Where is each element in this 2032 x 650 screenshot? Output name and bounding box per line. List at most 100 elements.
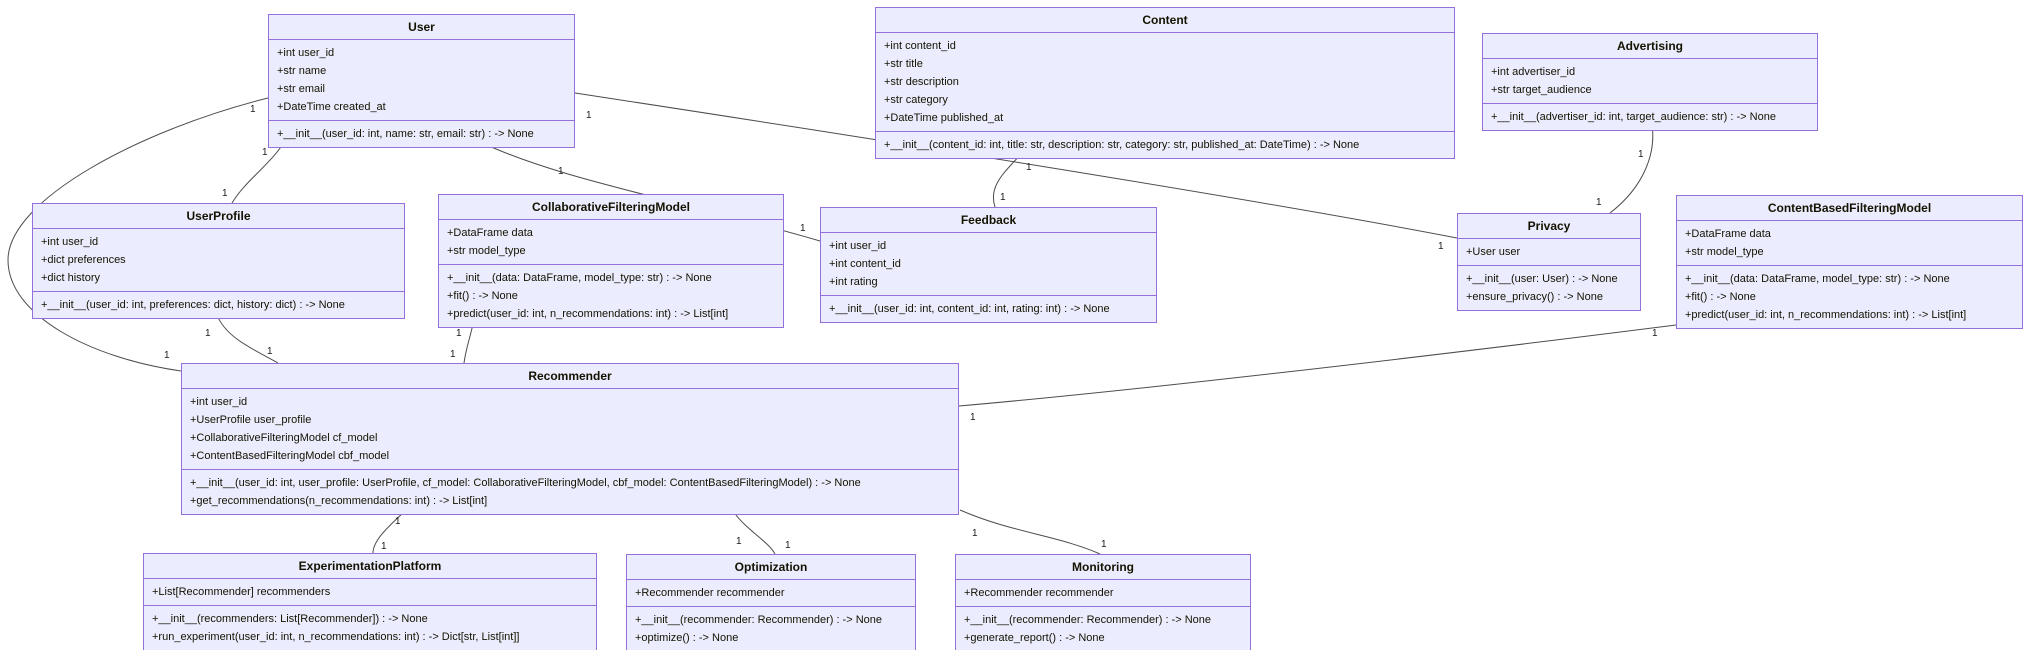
multiplicity-label: 1 [1652,328,1658,339]
class-member: +fit() : -> None [447,290,518,302]
multiplicity-label: 1 [250,104,256,115]
multiplicity-label: 1 [800,223,806,234]
class-content: Content +int content_id +str title +str de… [875,7,1455,159]
class-methods: +__init__(recommenders: List[Recommender… [144,606,596,650]
class-member: +predict(user_id: int, n_recommendations… [1685,309,1967,321]
class-member: +UserProfile user_profile [190,414,312,426]
class-member: +__init__(data: DataFrame, model_type: s… [447,272,712,284]
class-methods: +__init__(data: DataFrame, model_type: s… [439,265,783,327]
multiplicity-label: 1 [450,349,456,360]
class-member: +str description [884,76,959,88]
class-title: Monitoring [956,555,1250,580]
relationship-line [7,97,269,372]
class-member: +int user_id [829,240,887,252]
class-userprofile: UserProfile +int user_id+dict preference… [32,203,405,319]
class-attributes: +User user [1458,239,1640,266]
multiplicity-label: 1 [1596,197,1602,208]
class-member: +ensure_privacy() : -> None [1466,291,1603,303]
multiplicity-label: 1 [586,110,592,121]
multiplicity-label: 1 [1438,241,1444,252]
class-title: ExperimentationPlatform [144,554,596,579]
multiplicity-label: 1 [267,346,273,357]
multiplicity-label: 1 [1638,149,1644,160]
class-attributes: +Recommender recommender [956,580,1250,607]
class-member: +generate_report() : -> None [964,632,1105,644]
multiplicity-label: 1 [1026,162,1032,173]
class-member: +int advertiser_id [1491,66,1576,78]
class-member: +__init__(recommender: Recommender) : ->… [964,614,1212,626]
class-experimentation-platform: ExperimentationPlatform +List[Recommende… [143,553,597,650]
class-methods: +__init__(content_id: int, title: str, d… [876,132,1454,158]
class-methods: +__init__(user_id: int, content_id: int,… [821,296,1156,322]
class-methods: +__init__(recommender: Recommender) : ->… [956,607,1250,650]
class-member: +DateTime published_at [884,112,1004,124]
class-content-based-filtering-model: ContentBasedFilteringModel +DataFrame da… [1676,195,2023,329]
relationship-line [993,154,1021,208]
class-member: +predict(user_id: int, n_recommendations… [447,308,729,320]
class-member: +int user_id [41,236,99,248]
class-methods: +__init__(advertiser_id: int, target_aud… [1483,104,1817,130]
class-member: +DateTime created_at [277,101,386,113]
class-member: +get_recommendations(n_recommendations: … [190,495,488,507]
class-member: +str name [277,65,327,77]
class-title: Content [876,8,1454,33]
class-member: +dict history [41,272,100,284]
class-member: +str category [884,94,948,106]
multiplicity-label: 1 [205,328,211,339]
multiplicity-label: 1 [1101,539,1107,550]
class-member: +User user [1466,246,1521,258]
class-title: CollaborativeFilteringModel [439,195,783,220]
class-member: +DataFrame data [447,227,533,239]
multiplicity-label: 1 [262,147,268,158]
class-member: +__init__(user_id: int, content_id: int,… [829,303,1110,315]
class-methods: +__init__(data: DataFrame, model_type: s… [1677,266,2022,328]
class-title: Feedback [821,208,1156,233]
class-member: +run_experiment(user_id: int, n_recommen… [152,631,520,643]
class-member: +__init__(user_id: int, user_profile: Us… [190,477,861,489]
relationship-line [231,140,286,204]
relationship-line [216,314,279,364]
relationship-line [574,92,1458,239]
relationship-line [463,323,474,364]
multiplicity-label: 1 [736,536,742,547]
class-attributes: +List[Recommender] recommenders [144,579,596,606]
class-methods: +__init__(recommender: Recommender) : ->… [627,607,915,650]
class-attributes: +int content_id +str title +str descriptio… [876,33,1454,132]
class-member: +str title [884,58,923,70]
class-member: +str model_type [1685,246,1764,258]
relationship-line [1609,124,1654,214]
class-title: Recommender [182,364,958,389]
class-attributes: +Recommender recommender [627,580,915,607]
class-attributes: +DataFrame data+str model_type [1677,221,2022,266]
class-member: +List[Recommender] recommenders [152,586,331,598]
class-member: +__init__(user_id: int, name: str, email… [277,128,534,140]
multiplicity-label: 1 [395,516,401,527]
class-advertising: Advertising +int advertiser_id +str targe… [1482,33,1818,131]
class-member: +__init__(content_id: int, title: str, d… [884,139,1360,151]
class-title: Advertising [1483,34,1817,59]
class-user: User +int user_id+str name+str email+Dat… [268,14,575,148]
class-member: +__init__(user: User) : -> None [1466,273,1618,285]
class-title: Optimization [627,555,915,580]
class-member: +optimize() : -> None [635,632,739,644]
class-methods: +__init__(user_id: int, user_profile: Us… [182,470,958,514]
class-attributes: +int user_id+int content_id+int rating [821,233,1156,296]
relationship-line [732,510,776,555]
multiplicity-label: 1 [972,528,978,539]
class-methods: +__init__(user_id: int, preferences: dic… [33,292,404,318]
class-member: +str target_audience [1491,84,1592,96]
class-member: +__init__(user_id: int, preferences: dic… [41,299,345,311]
class-methods: +__init__(user: User) : -> None +ensure_p… [1458,266,1640,310]
multiplicity-label: 1 [558,166,564,177]
class-member: +str model_type [447,245,526,257]
class-member: +int content_id [829,258,901,270]
class-member: +__init__(data: DataFrame, model_type: s… [1685,273,1950,285]
class-member: +int user_id [277,47,335,59]
class-member: +int content_id [884,40,956,52]
class-member: +dict preferences [41,254,126,266]
class-monitoring: Monitoring +Recommender recommender +__i… [955,554,1251,650]
class-attributes: +int user_id+UserProfile user_profile+Co… [182,389,958,470]
class-title: ContentBasedFilteringModel [1677,196,2022,221]
multiplicity-label: 1 [381,541,387,552]
